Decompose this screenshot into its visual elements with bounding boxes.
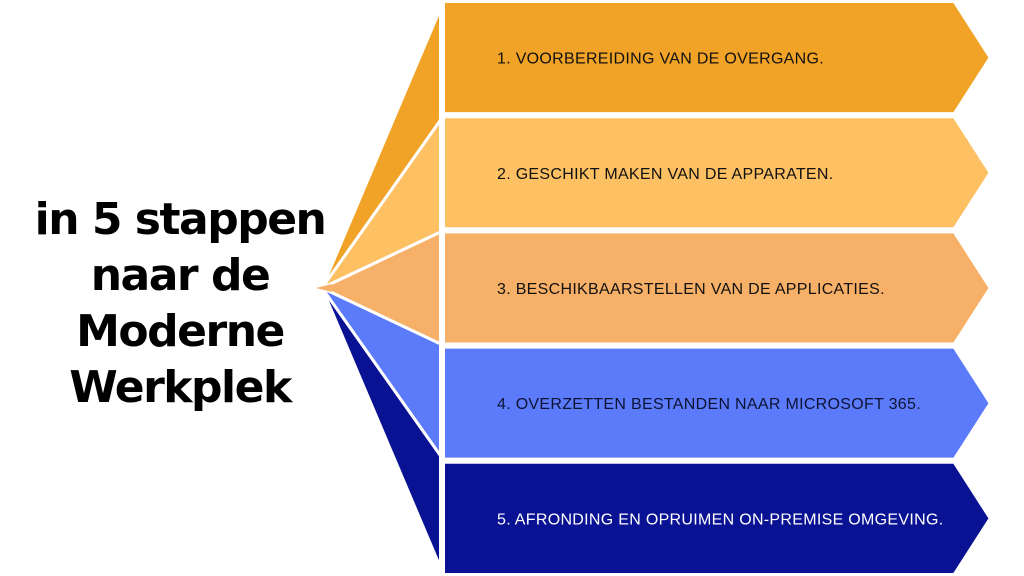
title-line-4: Werkplek	[69, 362, 292, 413]
step-label-2: 2. GESCHIKT MAKEN VAN DE APPARATEN.	[497, 166, 834, 183]
step-labels: 1. VOORBEREIDING VAN DE OVERGANG. 2. GESC…	[497, 51, 943, 529]
step-arrow-5	[439, 457, 996, 576]
step-arrow-2	[439, 112, 996, 234]
step-label-4: 4. OVERZETTEN BESTANDEN NAAR MICROSOFT 3…	[497, 396, 921, 413]
title-line-1: in 5 stappen	[34, 194, 327, 245]
step-label-3: 3. BESCHIKBAARSTELLEN VAN DE APPLICATIES…	[497, 281, 885, 298]
step-arrow-1	[439, 0, 996, 119]
title-line-2: naar de	[90, 250, 271, 301]
step-label-5: 5. AFRONDING EN OPRUIMEN ON-PREMISE OMGE…	[497, 511, 943, 528]
step-arrow-3	[439, 227, 996, 349]
step-arrows	[439, 0, 996, 576]
fan-apex	[316, 284, 332, 292]
step-label-1: 1. VOORBEREIDING VAN DE OVERGANG.	[497, 51, 824, 68]
title-line-3: Moderne	[76, 306, 285, 357]
step-arrow-4	[439, 342, 996, 464]
